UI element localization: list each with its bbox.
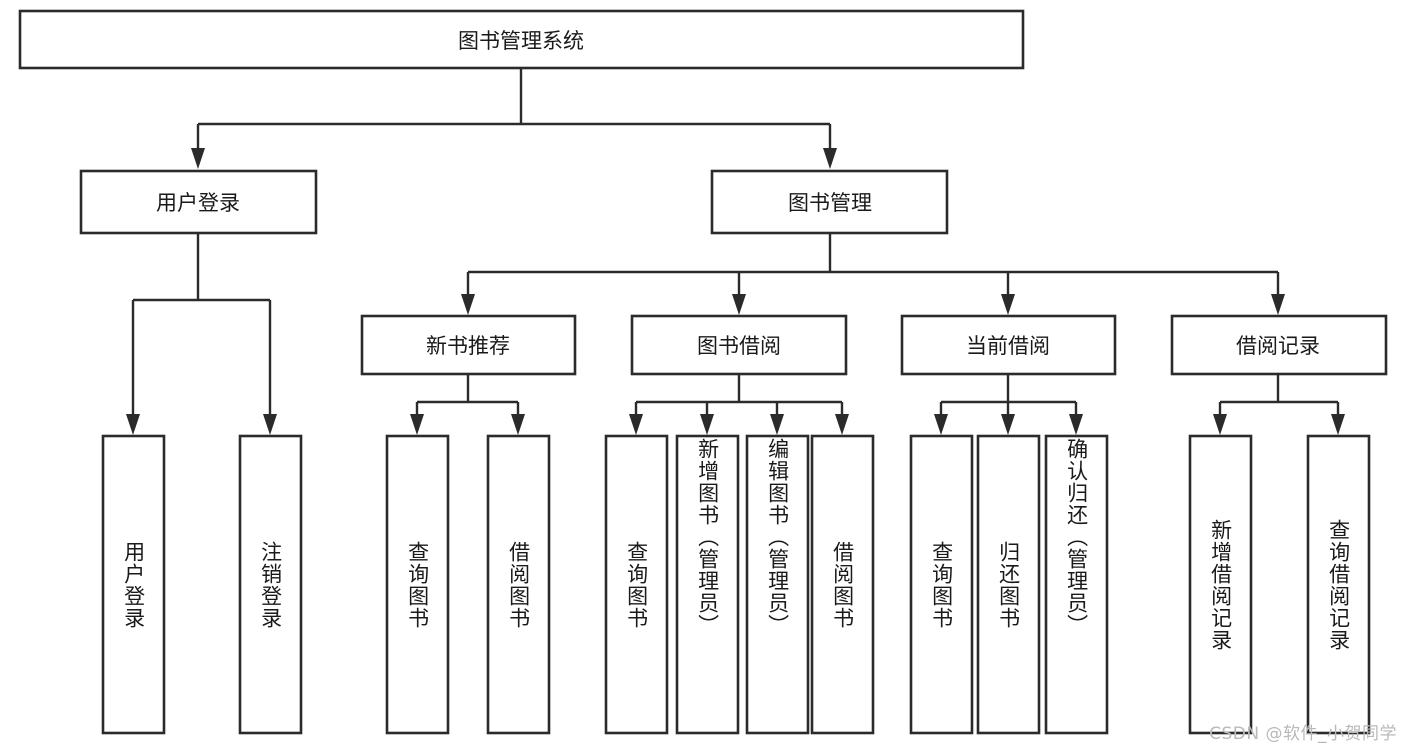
arrow-head-icon [1069, 414, 1083, 435]
leaf-box-confirm-return[interactable] [1044, 434, 1109, 735]
leaf-box-logout[interactable] [238, 434, 303, 735]
node-current-borrow[interactable]: 当前借阅 [900, 314, 1117, 376]
node-user-login-label: 用户登录 [156, 191, 240, 215]
arrow-head-icon [461, 294, 475, 315]
arrow-head-icon [1331, 414, 1345, 435]
leaf-box-add-book[interactable] [675, 434, 740, 735]
node-new-book-recommend-label: 新书推荐 [426, 334, 510, 358]
arrow-head-icon [1001, 414, 1015, 435]
arrow-head-icon [1213, 414, 1227, 435]
leaf-box-query-book-1[interactable] [385, 434, 450, 735]
leaf-box-user-login[interactable] [101, 434, 166, 735]
connector-bookborrow-to-leaves [629, 374, 849, 435]
arrow-head-icon [263, 414, 277, 435]
node-new-book-recommend-box[interactable] [360, 314, 577, 376]
leaf-box-query-record[interactable] [1306, 434, 1371, 735]
node-current-borrow-box[interactable] [900, 314, 1117, 376]
connector-newbook-to-leaves [410, 374, 525, 435]
arrow-head-icon [732, 294, 746, 315]
leaf-box-edit-book[interactable] [745, 434, 810, 735]
node-book-management-label: 图书管理 [788, 191, 872, 215]
arrow-head-icon [511, 414, 525, 435]
leaf-box-query-book-2[interactable] [604, 434, 669, 735]
connector-currentborrow-to-leaves [934, 374, 1083, 435]
node-root-box[interactable] [18, 9, 1025, 70]
node-book-management[interactable]: 图书管理 [710, 169, 949, 235]
connector-borrowrecord-to-leaves [1213, 374, 1345, 435]
leaf-box-add-record[interactable] [1188, 434, 1253, 735]
leaf-box-return-book[interactable] [976, 434, 1041, 735]
arrow-head-icon [1001, 294, 1015, 315]
arrow-head-icon [410, 414, 424, 435]
leaf-box-borrow-book-2[interactable] [810, 434, 875, 735]
node-book-borrow-box[interactable] [630, 314, 848, 376]
node-book-management-box[interactable] [710, 169, 949, 235]
leaf-box-borrow-book-1[interactable] [486, 434, 551, 735]
arrow-head-icon [1271, 294, 1285, 315]
node-user-login[interactable]: 用户登录 [79, 169, 318, 235]
connector-userlogin-to-leaves [126, 233, 277, 435]
node-user-login-box[interactable] [79, 169, 318, 235]
arrow-head-icon [700, 414, 714, 435]
leaf-box-query-book-3[interactable] [909, 434, 974, 735]
arrow-head-icon [934, 414, 948, 435]
node-new-book-recommend[interactable]: 新书推荐 [360, 314, 577, 376]
connector-bookmgmt-to-level3 [461, 233, 1285, 315]
arrow-head-icon [629, 414, 643, 435]
node-root-label: 图书管理系统 [458, 29, 584, 53]
node-book-borrow[interactable]: 图书借阅 [630, 314, 848, 376]
arrow-head-icon [823, 148, 837, 169]
connector-root-to-level2 [191, 69, 837, 169]
node-borrow-record[interactable]: 借阅记录 [1170, 314, 1388, 376]
node-borrow-record-box[interactable] [1170, 314, 1388, 376]
node-root-system[interactable]: 图书管理系统 [18, 9, 1025, 70]
node-current-borrow-label: 当前借阅 [966, 334, 1050, 358]
arrow-head-icon [191, 148, 205, 169]
node-borrow-record-label: 借阅记录 [1236, 334, 1320, 358]
arrow-head-icon [126, 414, 140, 435]
csdn-watermark: CSDN @软件_小贺同学 [1209, 724, 1397, 744]
arrow-head-icon [770, 414, 784, 435]
arrow-head-icon [835, 414, 849, 435]
node-book-borrow-label: 图书借阅 [697, 334, 781, 358]
